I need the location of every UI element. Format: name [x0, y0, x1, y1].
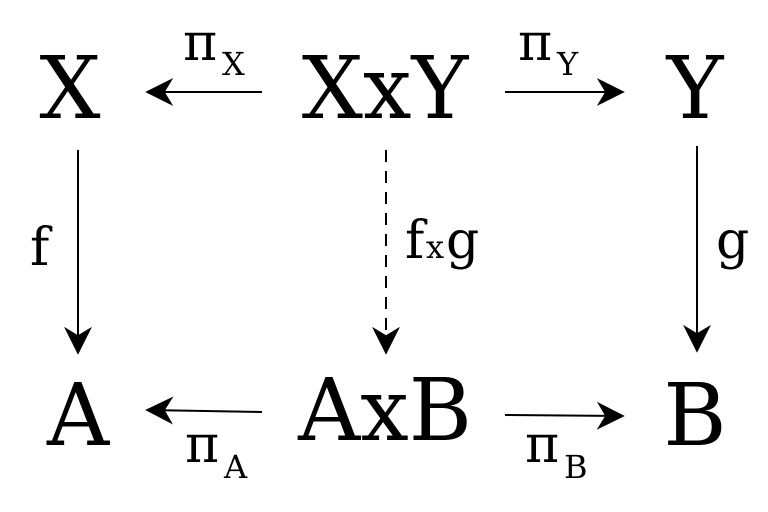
label-g: g	[716, 211, 749, 271]
object-y: Y	[666, 39, 725, 139]
object-b: B	[663, 366, 726, 466]
pi-subscript: Y	[556, 45, 579, 83]
pi-subscript: B	[564, 448, 588, 486]
label-pi-y: π Y	[518, 13, 579, 83]
label-f: f	[30, 218, 53, 278]
object-x: X	[39, 39, 100, 139]
pi-symbol: π	[525, 415, 559, 475]
object-a-times-b: AxB	[297, 361, 472, 461]
arrow-pi-b	[504, 401, 625, 430]
arrow-pi-a	[145, 396, 263, 425]
fxg-g: g	[446, 211, 479, 271]
fxg-f: f	[405, 211, 428, 271]
pi-symbol: π	[183, 13, 217, 73]
label-pi-x: π X	[183, 13, 245, 83]
fxg-x: x	[426, 228, 444, 266]
pi-symbol: π	[185, 415, 219, 475]
object-x-times-y: XxY	[302, 39, 470, 139]
pi-subscript: A	[223, 448, 248, 486]
label-f-times-g: f x g	[405, 211, 479, 271]
label-pi-b: π B	[525, 415, 588, 486]
pi-symbol: π	[518, 13, 552, 73]
pi-subscript: X	[222, 45, 245, 83]
label-pi-a: π A	[185, 415, 248, 486]
object-a: A	[46, 366, 110, 466]
